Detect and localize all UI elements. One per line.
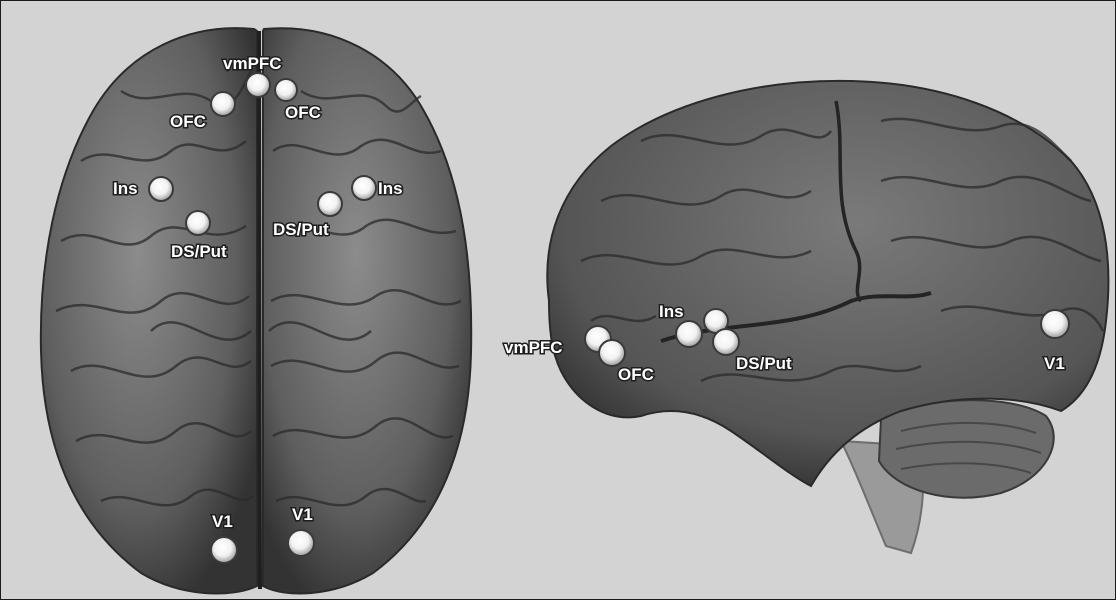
marker-v1-right bbox=[288, 530, 314, 556]
marker-v1-left bbox=[211, 537, 237, 563]
label-side-vmpfc: vmPFC bbox=[504, 338, 563, 357]
label-side-ofc: OFC bbox=[618, 365, 654, 384]
marker-ds-left bbox=[186, 211, 210, 235]
marker-ofc-right bbox=[275, 79, 297, 101]
marker-ins-right bbox=[352, 176, 376, 200]
marker-side-ofc bbox=[599, 340, 625, 366]
marker-vmpfc bbox=[246, 73, 270, 97]
brain-top-view: vmPFC OFC OFC Ins Ins DS/Put DS/Put V1 V… bbox=[41, 28, 471, 593]
midline-fissure bbox=[259, 31, 260, 589]
label-top-ds-left: DS/Put bbox=[171, 242, 227, 261]
label-top-ins-right: Ins bbox=[378, 179, 403, 198]
marker-ins-left bbox=[149, 177, 173, 201]
marker-side-ins bbox=[676, 321, 702, 347]
label-side-v1: V1 bbox=[1044, 354, 1065, 373]
label-side-ds: DS/Put bbox=[736, 354, 792, 373]
marker-ds-right bbox=[318, 192, 342, 216]
label-top-ds-right: DS/Put bbox=[273, 220, 329, 239]
label-top-ofc-left: OFC bbox=[170, 112, 206, 131]
label-top-ins-left: Ins bbox=[113, 179, 138, 198]
label-side-ins: Ins bbox=[659, 302, 684, 321]
marker-side-ds bbox=[713, 329, 739, 355]
label-top-v1-left: V1 bbox=[212, 512, 233, 531]
marker-ofc-left bbox=[211, 92, 235, 116]
label-top-v1-right: V1 bbox=[292, 505, 313, 524]
label-top-vmpfc: vmPFC bbox=[223, 54, 282, 73]
marker-side-v1 bbox=[1041, 310, 1069, 338]
label-top-ofc-right: OFC bbox=[285, 103, 321, 122]
